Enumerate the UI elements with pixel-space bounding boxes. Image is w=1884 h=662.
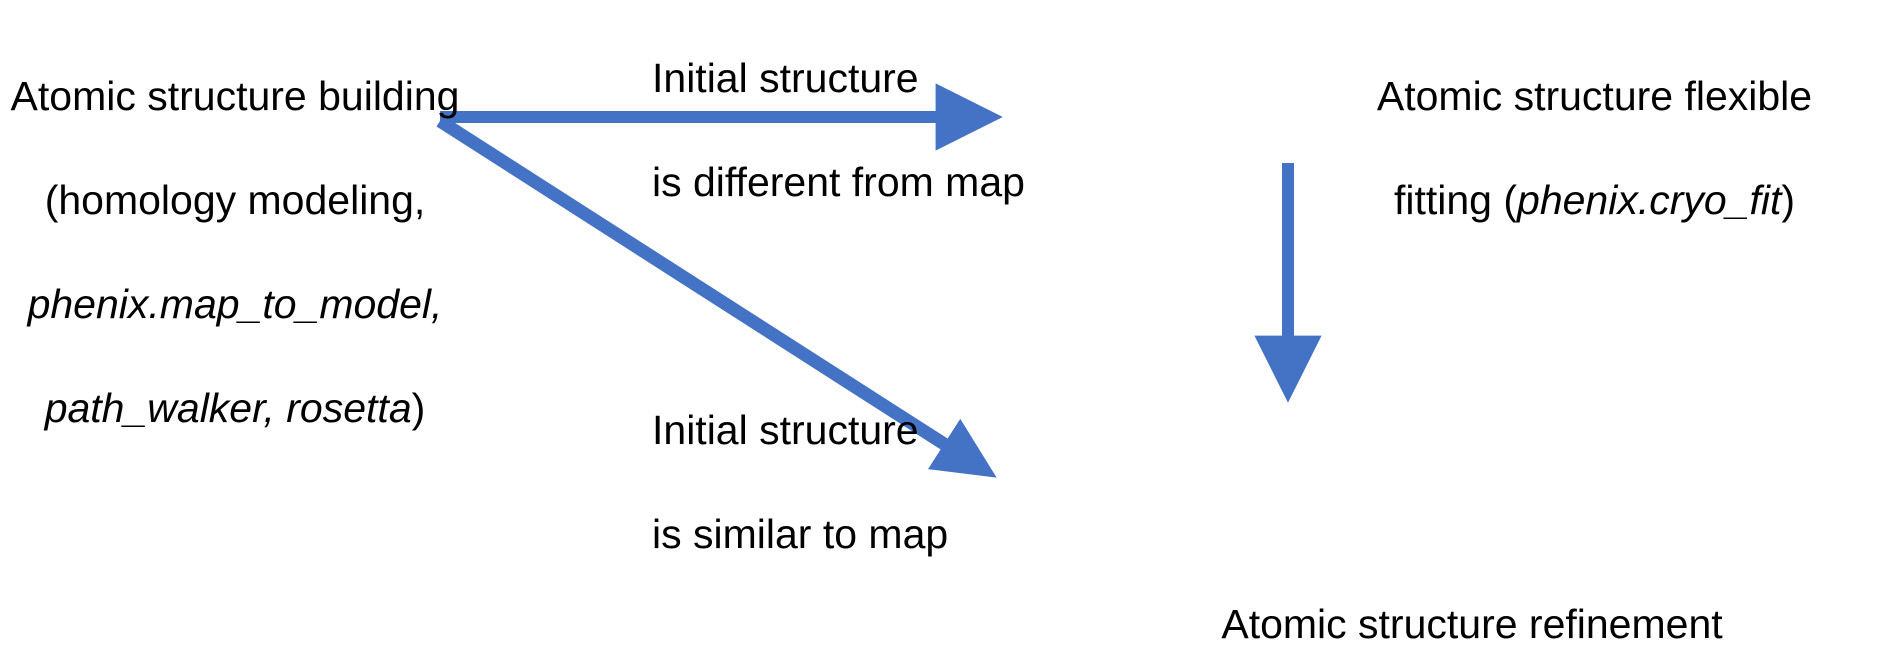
- edge-label-similar-to-map: Initial structure is similar to map: [652, 352, 1072, 560]
- node-build-line3: phenix.map_to_model,: [27, 281, 443, 328]
- node-fitting-line1: Atomic structure flexible: [1376, 73, 1813, 120]
- node-build-line4-tail: ): [411, 385, 426, 432]
- node-fitting-line2-head: fitting (: [1393, 177, 1518, 224]
- arrow-building-to-refinement: [436, 115, 997, 478]
- node-atomic-structure-building: Atomic structure building (homology mode…: [0, 18, 470, 435]
- node-atomic-structure-refinement: Atomic structure refinement (phenix.real…: [1063, 546, 1881, 662]
- node-fitting-line2-italic: phenix.cryo_fit: [1517, 177, 1782, 224]
- node-refine-line1: Atomic structure refinement: [1221, 601, 1723, 648]
- node-build-line4: path_walker, rosetta: [44, 385, 412, 432]
- node-build-line2: (homology modeling,: [44, 177, 426, 224]
- edge-different-line1: Initial structure: [652, 55, 919, 102]
- node-build-line1: Atomic structure building: [10, 73, 460, 120]
- node-atomic-structure-flexible-fitting: Atomic structure flexible fitting (pheni…: [1322, 18, 1867, 226]
- node-fitting-line2-tail: ): [1781, 177, 1796, 224]
- edge-label-different-from-map: Initial structure is different from map: [652, 0, 1072, 208]
- edge-different-line2: is different from map: [652, 159, 1025, 206]
- edge-similar-line1: Initial structure: [652, 407, 919, 454]
- edge-similar-line2: is similar to map: [652, 511, 949, 558]
